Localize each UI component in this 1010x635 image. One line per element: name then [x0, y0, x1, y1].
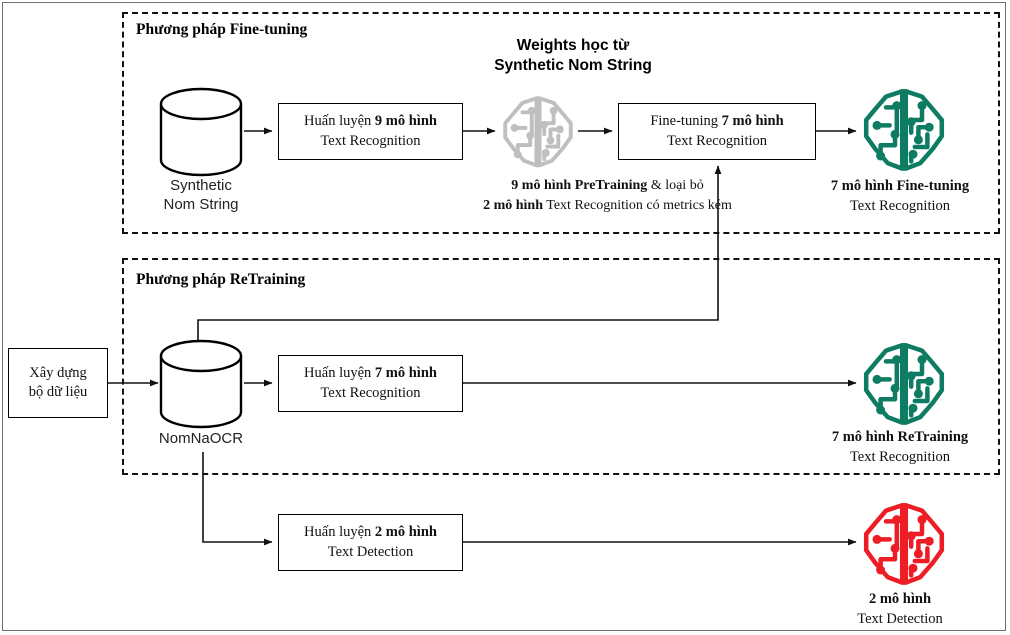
output-label-detection-line1: 2 mô hình: [868, 591, 932, 607]
pretraining-note-line2: 2 mô hình Text Recognition có metrics ké…: [380, 196, 835, 216]
box-train-7-recognition[interactable]: Huấn luyện 7 mô hình Text Recognition: [278, 355, 463, 412]
box-finetune-7-line2: Text Recognition: [666, 132, 768, 149]
box-finetune-7-line1-prefix: Fine-tuning: [650, 113, 722, 130]
weights-note: Weights học từ Synthetic Nom String: [458, 36, 688, 76]
box-finetune-7-line1-bold: 7 mô hình: [721, 113, 784, 130]
output-label-finetuning: 7 mô hình Fine-tuning Text Recognition: [790, 177, 1010, 216]
ai-brain-icon-red-detection: [858, 498, 950, 588]
db-nomnaocr-caption: NomNaOCR: [141, 430, 261, 449]
weights-note-line1: Weights học từ: [516, 37, 630, 54]
ai-brain-icon-gray: [498, 92, 578, 170]
group-fine-tuning-title: Phương pháp Fine-tuning: [136, 21, 308, 38]
output-label-finetuning-line2: Text Recognition: [849, 197, 951, 214]
box-train-9-line1: Huấn luyện 9 mô hình: [304, 112, 437, 131]
ai-brain-icon-teal-finetuning: [858, 84, 950, 174]
db-synthetic-caption: Synthetic Nom String: [141, 177, 261, 215]
box-finetune-7-line1: Fine-tuning 7 mô hình: [650, 112, 783, 131]
pretraining-note-line1: 9 mô hình PreTraining & loại bỏ: [380, 176, 835, 196]
pretraining-note-line1-bold: 9 mô hình PreTraining: [511, 178, 648, 193]
db-nomnaocr-caption-line1: NomNaOCR: [158, 430, 244, 447]
box-train-9-line1-bold: 9 mô hình: [374, 113, 437, 130]
box-train-9-line1-prefix: Huấn luyện: [304, 113, 375, 130]
box-build-dataset[interactable]: Xây dựng bộ dữ liệu: [8, 348, 108, 418]
box-train-9-recognition[interactable]: Huấn luyện 9 mô hình Text Recognition: [278, 103, 463, 160]
weights-note-line2: Synthetic Nom String: [494, 57, 652, 75]
box-train-7-line1: Huấn luyện 7 mô hình: [304, 364, 437, 383]
output-label-retraining: 7 mô hình ReTraining Text Recognition: [790, 428, 1010, 467]
box-finetune-7-recognition[interactable]: Fine-tuning 7 mô hình Text Recognition: [618, 103, 816, 160]
box-train-2-line1-bold: 2 mô hình: [374, 524, 437, 541]
box-train-2-detection[interactable]: Huấn luyện 2 mô hình Text Detection: [278, 514, 463, 571]
pretraining-note: 9 mô hình PreTraining & loại bỏ 2 mô hìn…: [380, 176, 835, 217]
box-train-2-line1-prefix: Huấn luyện: [304, 524, 375, 541]
box-train-2-line2: Text Detection: [327, 543, 414, 560]
output-label-retraining-line2: Text Recognition: [849, 448, 951, 465]
pretraining-note-line2-rest: Text Recognition có metrics kém: [543, 198, 732, 214]
box-train-7-line2: Text Recognition: [320, 384, 421, 401]
output-label-finetuning-line1: 7 mô hình Fine-tuning: [830, 178, 970, 194]
db-nomnaocr: [155, 339, 247, 429]
box-train-2-line1: Huấn luyện 2 mô hình: [304, 523, 437, 542]
box-train-7-line1-prefix: Huấn luyện: [304, 365, 375, 382]
db-synthetic-caption-line1: Synthetic: [170, 177, 232, 194]
box-train-9-line2: Text Recognition: [320, 132, 421, 149]
box-build-dataset-line1: Xây dựng: [29, 364, 87, 381]
box-train-7-line1-bold: 7 mô hình: [374, 365, 437, 382]
pretraining-note-line1-rest: & loại bỏ: [647, 178, 704, 193]
output-label-detection: 2 mô hình Text Detection: [790, 590, 1010, 629]
output-label-detection-line2: Text Detection: [857, 610, 943, 627]
db-synthetic-nom-string: [155, 87, 247, 177]
db-synthetic-caption-line2: Nom String: [163, 195, 239, 213]
group-retraining-title: Phương pháp ReTraining: [136, 271, 306, 288]
box-build-dataset-line2: bộ dữ liệu: [28, 384, 88, 400]
ai-brain-icon-teal-retraining: [858, 338, 950, 428]
pretraining-note-line2-bold: 2 mô hình: [483, 198, 544, 214]
output-label-retraining-line1: 7 mô hình ReTraining: [831, 429, 969, 445]
